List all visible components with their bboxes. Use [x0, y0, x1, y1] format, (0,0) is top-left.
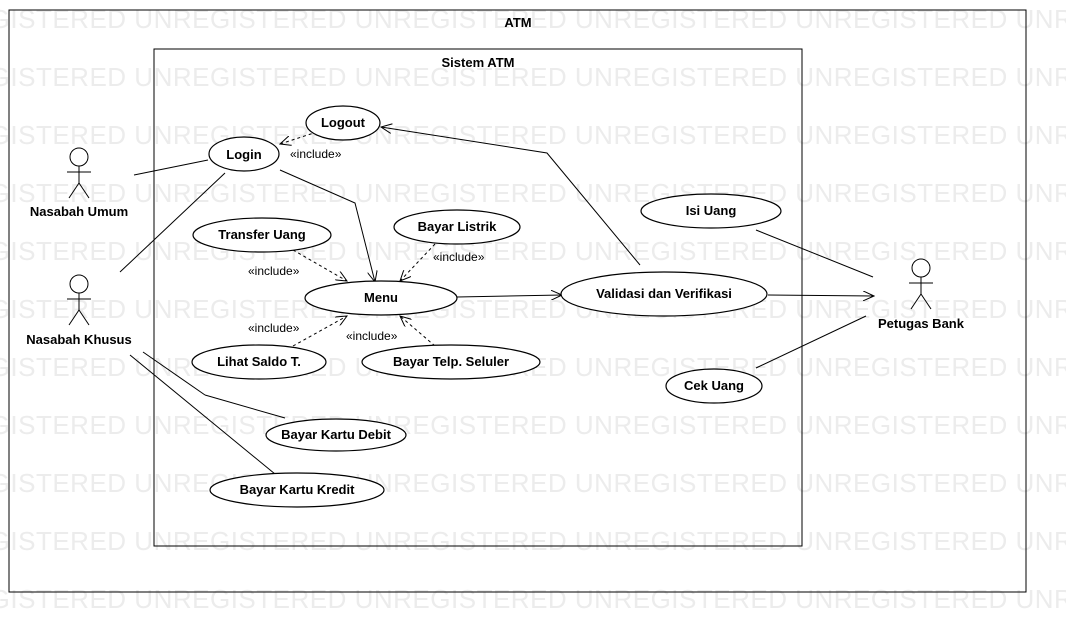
svg-text:Validasi dan Verifikasi: Validasi dan Verifikasi	[596, 286, 732, 301]
svg-text:Nasabah Umum: Nasabah Umum	[30, 204, 128, 219]
assoc-khusus-debit-2	[204, 394, 286, 419]
include-label-listrik: «include»	[433, 250, 485, 264]
use-case-login[interactable]: Login	[208, 136, 280, 172]
svg-text:Petugas Bank: Petugas Bank	[878, 316, 965, 331]
svg-text:Transfer Uang: Transfer Uang	[218, 227, 305, 242]
use-case-validasi-verifikasi[interactable]: Validasi dan Verifikasi	[560, 271, 768, 317]
svg-text:Logout: Logout	[321, 115, 366, 130]
flow-validasi-logout	[381, 127, 641, 266]
use-case-isi-uang[interactable]: Isi Uang	[640, 193, 782, 229]
use-case-transfer-uang[interactable]: Transfer Uang	[192, 217, 332, 253]
svg-text:Menu: Menu	[364, 290, 398, 305]
use-case-logout[interactable]: Logout	[305, 105, 381, 141]
actor-nasabah-umum[interactable]: Nasabah Umum	[30, 147, 128, 219]
flow-login-menu	[279, 169, 375, 282]
actor-nasabah-khusus[interactable]: Nasabah Khusus	[26, 274, 132, 347]
use-case-bayar-listrik[interactable]: Bayar Listrik	[393, 209, 521, 245]
assoc-khusus-debit-1	[142, 351, 206, 396]
assoc-isi-petugas	[755, 229, 874, 278]
include-transfer-menu	[292, 249, 347, 281]
svg-text:Isi Uang: Isi Uang	[686, 203, 737, 218]
svg-text:Nasabah Khusus: Nasabah Khusus	[26, 332, 131, 347]
stick-figure-icon	[67, 274, 91, 326]
svg-text:Bayar Kartu Debit: Bayar Kartu Debit	[281, 427, 391, 442]
outer-frame	[8, 9, 1027, 593]
include-label-saldo: «include»	[248, 321, 300, 335]
svg-text:Lihat Saldo T.: Lihat Saldo T.	[217, 354, 301, 369]
system-boundary	[153, 48, 803, 547]
assoc-khusus-login	[119, 172, 226, 273]
outer-title: ATM	[504, 15, 531, 30]
watermark-row: UNREGISTERED UNREGISTERED UNREGISTERED U…	[0, 526, 1066, 556]
watermark-row: UNREGISTERED UNREGISTERED UNREGISTERED U…	[0, 410, 1066, 440]
include-label-transfer: «include»	[248, 264, 300, 278]
include-label-seluler: «include»	[346, 329, 398, 343]
include-dependencies: «include» «include» «include» «include» …	[248, 129, 485, 347]
associations	[119, 127, 874, 475]
include-label-logout: «include»	[290, 147, 342, 161]
svg-text:Cek Uang: Cek Uang	[684, 378, 744, 393]
svg-text:Login: Login	[226, 147, 261, 162]
assoc-khusus-kredit	[129, 354, 276, 475]
use-case-bayar-kartu-kredit[interactable]: Bayar Kartu Kredit	[209, 472, 385, 508]
flow-validasi-petugas	[767, 295, 874, 296]
watermark-row: UNREGISTERED UNREGISTERED UNREGISTERED U…	[0, 62, 1066, 92]
assoc-umum-login	[133, 159, 209, 176]
include-saldo-menu	[292, 316, 347, 347]
stick-figure-icon	[909, 258, 933, 310]
actor-petugas-bank[interactable]: Petugas Bank	[878, 258, 965, 331]
stick-figure-icon	[67, 147, 91, 199]
watermark-row: UNREGISTERED UNREGISTERED UNREGISTERED U…	[0, 584, 1066, 614]
use-case-bayar-telp-seluler[interactable]: Bayar Telp. Seluler	[361, 344, 541, 380]
svg-text:Bayar Listrik: Bayar Listrik	[418, 219, 498, 234]
watermark-row: UNREGISTERED UNREGISTERED UNREGISTERED U…	[0, 294, 1066, 324]
assoc-cek-petugas	[755, 315, 867, 369]
use-case-menu[interactable]: Menu	[304, 280, 458, 316]
svg-text:Bayar Telp. Seluler: Bayar Telp. Seluler	[393, 354, 509, 369]
use-case-bayar-kartu-debit[interactable]: Bayar Kartu Debit	[265, 418, 407, 452]
use-case-cek-uang[interactable]: Cek Uang	[665, 368, 763, 404]
watermark-row: UNREGISTERED UNREGISTERED UNREGISTERED U…	[0, 4, 1066, 34]
flow-menu-validasi	[456, 295, 562, 297]
system-title: Sistem ATM	[442, 55, 515, 70]
svg-text:Bayar Kartu Kredit: Bayar Kartu Kredit	[240, 482, 356, 497]
watermark-row: UNREGISTERED UNREGISTERED UNREGISTERED U…	[0, 468, 1066, 498]
include-listrik-menu	[400, 243, 436, 281]
use-case-lihat-saldo[interactable]: Lihat Saldo T.	[191, 344, 327, 380]
watermark-row: UNREGISTERED UNREGISTERED UNREGISTERED U…	[0, 178, 1066, 208]
watermark-row: UNREGISTERED UNREGISTERED UNREGISTERED U…	[0, 120, 1066, 150]
include-seluler-menu	[400, 316, 436, 347]
watermark-row: UNREGISTERED UNREGISTERED UNREGISTERED U…	[0, 236, 1066, 266]
watermark: UNREGISTERED UNREGISTERED UNREGISTERED U…	[0, 4, 1066, 614]
